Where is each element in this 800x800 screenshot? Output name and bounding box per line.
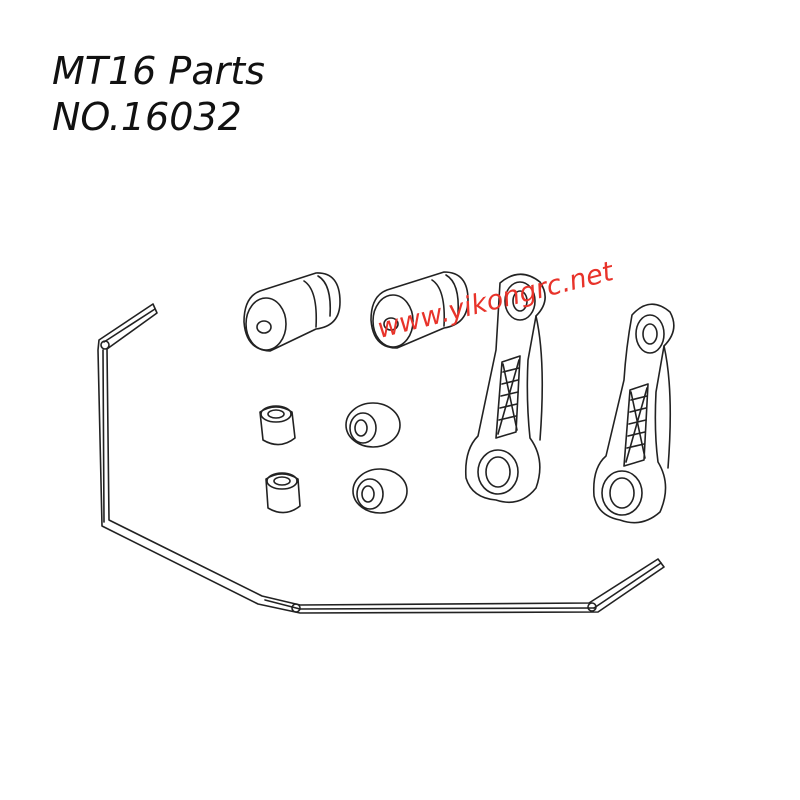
bushing-icon: [265, 472, 301, 514]
bushing-icon: [352, 468, 408, 514]
bushing-icon: [259, 405, 296, 446]
sway-bar-icon: [97, 303, 665, 614]
bushing-icon: [345, 402, 401, 448]
pivot-ball-icon: [243, 272, 341, 352]
pivot-ball-icon: [370, 271, 469, 349]
watermark-text: www.yikongrc.net: [374, 256, 618, 345]
linkage-icon: [592, 303, 675, 524]
part-number: NO.16032: [52, 95, 242, 139]
part-title: MT16 Parts: [52, 49, 265, 93]
linkage-icon: [464, 273, 546, 504]
